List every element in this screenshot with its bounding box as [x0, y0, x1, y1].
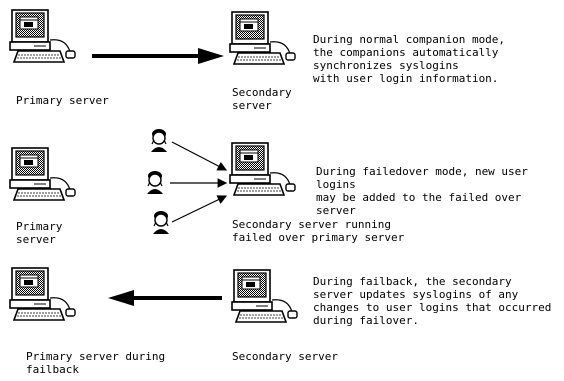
user-icon — [150, 128, 168, 153]
primary-server-computer-icon — [9, 267, 76, 321]
login-arrow — [171, 195, 228, 223]
secondary-server-label: Secondary server — [232, 86, 292, 112]
user-icon — [146, 170, 164, 195]
normal-mode-description: During normal companion mode, the compan… — [313, 33, 506, 85]
secondary-server-label: Secondary server — [232, 350, 338, 363]
user-icon — [152, 210, 170, 235]
failback-arrow-head — [108, 290, 134, 306]
primary-server-computer-icon — [9, 9, 76, 63]
secondary-server-running-label: Secondary server running failed over pri… — [232, 218, 405, 244]
primary-server-failback-label: Primary server during failback — [26, 350, 166, 376]
secondary-server-computer-icon — [229, 11, 296, 65]
primary-server-label: Primary server — [16, 94, 109, 107]
failback-description: During failback, the secondary server up… — [313, 275, 552, 327]
login-arrow — [171, 141, 228, 171]
failover-mode-description: During failedover mode, new user logins … — [316, 165, 528, 217]
secondary-server-computer-icon — [231, 269, 298, 323]
primary-server-label: Primary server — [16, 220, 63, 246]
secondary-server-computer-icon — [229, 142, 296, 196]
sync-arrow-head — [198, 48, 224, 64]
primary-server-computer-icon — [9, 147, 76, 201]
